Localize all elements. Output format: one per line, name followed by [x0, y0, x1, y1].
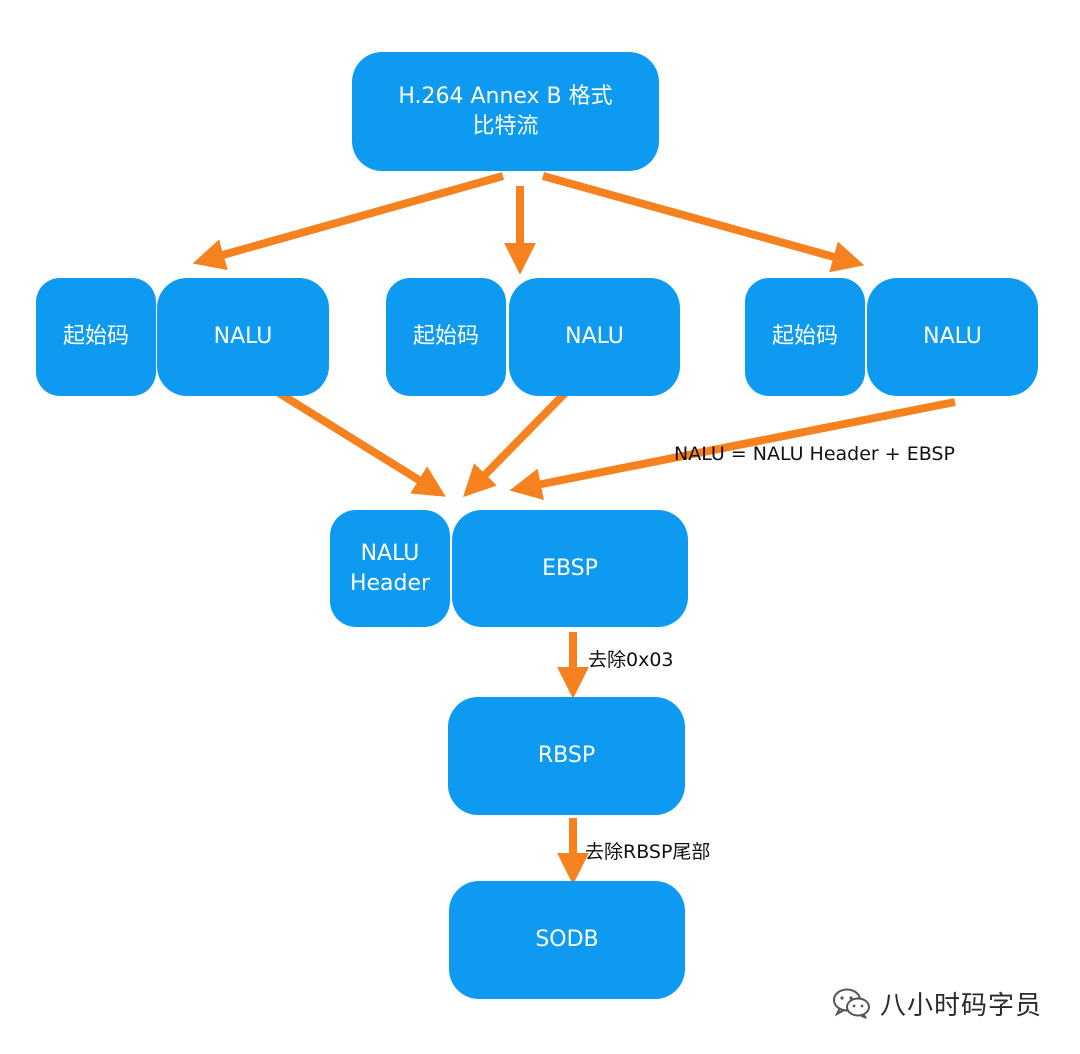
nalu-box-1: NALU [157, 278, 329, 396]
arrow-nalu1-to-header [255, 376, 446, 497]
remove-rbsp-trailing-label: 去除RBSP尾部 [585, 841, 711, 863]
nalu-label-2: NALU [565, 324, 624, 349]
start-code-box-2: 起始码 [386, 278, 506, 396]
nalu-formula-label: NALU = NALU Header + EBSP [674, 443, 955, 465]
annexb-subtitle: 比特流 [472, 113, 539, 139]
arrow-top-to-unit-3 [541, 172, 865, 273]
remove-0x03-label: 去除0x03 [588, 649, 674, 671]
nalu-box-2: NALU [509, 278, 680, 396]
wechat-icon [833, 988, 870, 1019]
annexb-title: H.264 Annex B 格式 [398, 83, 613, 109]
start-code-box-3: 起始码 [745, 278, 865, 396]
sodb-box: SODB [449, 881, 685, 999]
nalu-header-box: NALU Header [330, 510, 450, 627]
annexb-bitstream-box: H.264 Annex B 格式 比特流 [352, 52, 659, 171]
nalu-header-label: NALU Header [349, 540, 431, 596]
start-code-label-2: 起始码 [412, 324, 479, 349]
arrow-top-to-unit-1 [192, 172, 505, 271]
start-code-box-1: 起始码 [36, 278, 156, 396]
watermark-text: 八小时码字员 [880, 991, 1043, 1021]
ebsp-box: EBSP [452, 510, 688, 627]
rbsp-box: RBSP [448, 697, 685, 815]
sodb-label: SODB [535, 927, 599, 952]
nalu-label-3: NALU [923, 324, 982, 349]
watermark: 八小时码字员 [832, 985, 1042, 1022]
arrow-nalu3-to-header [509, 398, 956, 500]
rbsp-label: RBSP [537, 743, 596, 768]
nalu-box-3: NALU [867, 278, 1038, 396]
nalu-label-1: NALU [213, 324, 273, 349]
ebsp-label: EBSP [542, 555, 598, 581]
start-code-label-3: 起始码 [771, 324, 838, 349]
start-code-label-1: 起始码 [62, 324, 129, 349]
arrow-nalu2-to-header [463, 377, 581, 498]
